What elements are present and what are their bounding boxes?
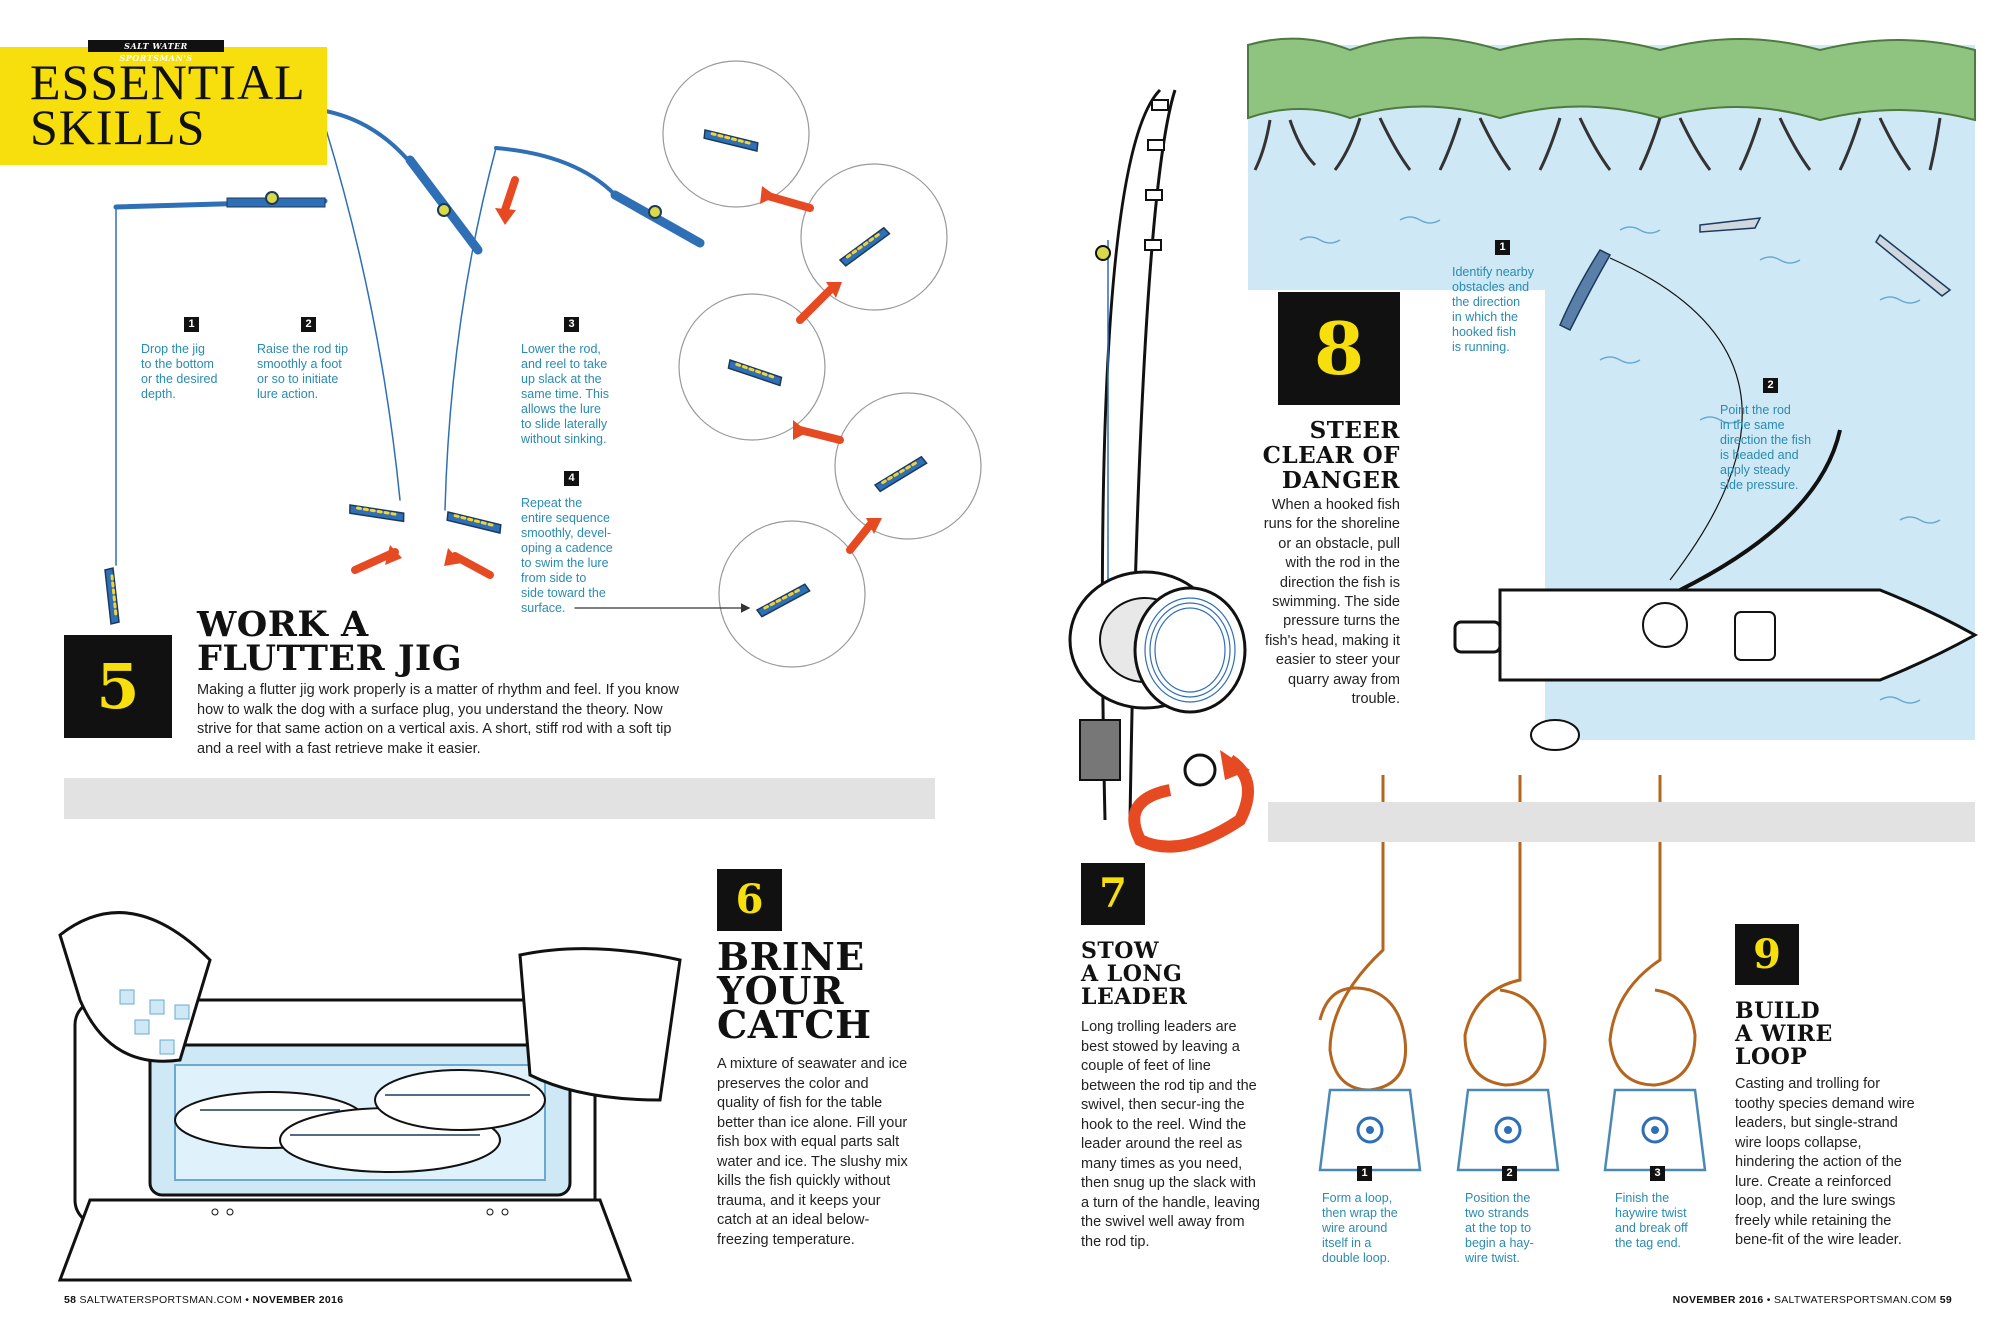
fish-box-illustration — [57, 911, 682, 1282]
step-badge: 3 — [1650, 1166, 1665, 1181]
step-badge: 2 — [1502, 1166, 1517, 1181]
skill-number-8: 8 — [1278, 292, 1400, 405]
page-number-left: 58 — [64, 1294, 77, 1306]
skill-7-headline: STOW A LONG LEADER — [1081, 938, 1188, 1010]
skill-5-body: Making a flutter jig work properly is a … — [197, 682, 679, 757]
step-badge: 1 — [1357, 1166, 1372, 1181]
step-badge: 4 — [564, 471, 579, 486]
step-caption: Finish the haywire twist and break off t… — [1615, 1191, 1688, 1250]
step-caption: Form a loop, then wrap the wire around i… — [1322, 1191, 1398, 1265]
step-caption: Repeat the entire sequence smoothly, dev… — [521, 496, 613, 615]
step-badge: 1 — [1495, 240, 1510, 255]
skill-number-9: 9 — [1735, 924, 1799, 985]
skill-8-body: When a hooked fish runs for the shorelin… — [1263, 497, 1400, 708]
rod-reel-illustration — [1068, 88, 1254, 853]
step-caption: Raise the rod tip smoothly a foot or so … — [257, 342, 349, 401]
skill-5-headline: WORK A FLUTTER JIG — [197, 604, 463, 679]
section-divider-right — [1268, 802, 1975, 842]
step-caption: Point the rod in the same direction the … — [1720, 403, 1812, 492]
footer-site-left: SALTWATERSPORTSMAN.COM — [79, 1294, 243, 1306]
footer-issue-right: NOVEMBER 2016 — [1672, 1294, 1764, 1306]
masthead-title: ESSENTIAL SKILLS — [30, 54, 306, 155]
page-number-right: 59 — [1939, 1294, 1952, 1306]
skill-9-headline: BUILD A WIRE LOOP — [1735, 998, 1833, 1070]
step-caption: Drop the jig to the bottom or the desire… — [141, 342, 218, 401]
skill-number-5: 5 — [64, 635, 172, 738]
skill-number-6: 6 — [717, 869, 782, 931]
skill-6-body: A mixture of seawater and ice preserves … — [717, 1056, 908, 1248]
step-badge: 1 — [184, 317, 199, 332]
flutter-jig-illustration — [103, 60, 982, 668]
skill-number-7: 7 — [1081, 863, 1145, 925]
steer-clear-illustration — [1247, 36, 1979, 751]
step-badge: 2 — [1763, 378, 1778, 393]
wire-loop-illustration — [1318, 775, 1707, 1172]
skill-6-headline: BRINE YOUR CATCH — [717, 934, 872, 1047]
footer-right: NOVEMBER 2016 • SALTWATERSPORTSMAN.COM 5… — [1672, 1294, 1952, 1306]
footer-site-right: SALTWATERSPORTSMAN.COM — [1773, 1294, 1937, 1306]
section-divider-left — [64, 778, 935, 819]
footer-left: 58 SALTWATERSPORTSMAN.COM • NOVEMBER 201… — [64, 1294, 344, 1306]
step-badge: 3 — [564, 317, 579, 332]
skill-8-headline: STEER CLEAR OF DANGER — [1262, 417, 1400, 494]
step-caption: Identify nearby obstacles and the direct… — [1452, 265, 1534, 354]
footer-issue-left: NOVEMBER 2016 — [252, 1294, 344, 1306]
step-caption: Position the two strands at the top to b… — [1465, 1191, 1534, 1265]
step-badge: 2 — [301, 317, 316, 332]
masthead-kicker: SALT WATER SPORTSMAN'S — [88, 40, 224, 63]
skill-7-body: Long trolling leaders are best stowed by… — [1081, 1019, 1260, 1250]
masthead-banner — [0, 47, 327, 165]
step-caption: Lower the rod, and reel to take up slack… — [521, 342, 609, 446]
skill-9-body: Casting and trolling for toothy species … — [1735, 1076, 1915, 1248]
